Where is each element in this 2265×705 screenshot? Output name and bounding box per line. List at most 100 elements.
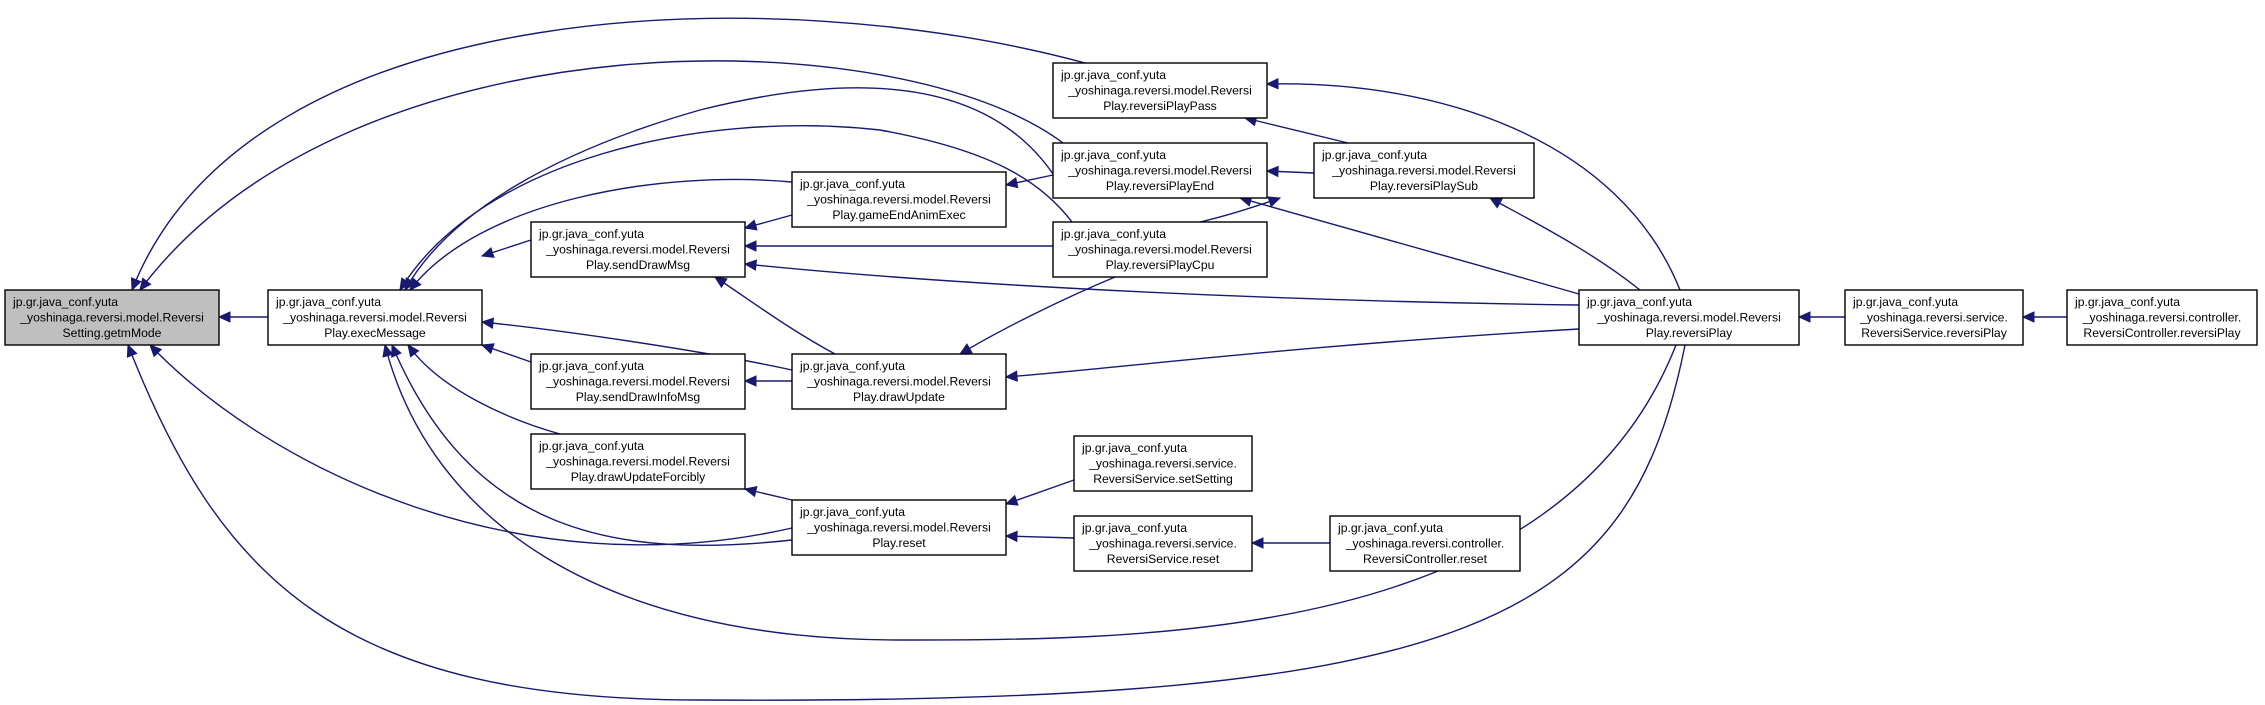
edge-reversiPlayCpu-to-drawUpdate bbox=[958, 276, 1116, 355]
node-label-line: jp.gr.java_conf.yuta bbox=[1321, 148, 1427, 162]
edge-reversiPlay-to-sendDrawMsg bbox=[743, 259, 1580, 306]
node-box[interactable] bbox=[791, 499, 1007, 556]
node-box[interactable] bbox=[530, 221, 746, 278]
node-label-line: _yoshinaga.reversi.service. bbox=[1859, 311, 2008, 325]
node-sendDrawInfoMsg[interactable]: jp.gr.java_conf.yuta_yoshinaga.reversi.m… bbox=[530, 353, 746, 410]
node-label-line: jp.gr.java_conf.yuta bbox=[275, 295, 381, 309]
node-label-line: _yoshinaga.reversi.model.Reversi bbox=[545, 455, 730, 469]
node-label-line: jp.gr.java_conf.yuta bbox=[799, 505, 905, 519]
node-box[interactable] bbox=[530, 433, 746, 490]
node-box[interactable] bbox=[1578, 289, 1800, 346]
arrowhead bbox=[713, 276, 728, 289]
edge-line bbox=[149, 344, 793, 546]
node-label-line: jp.gr.java_conf.yuta bbox=[799, 177, 905, 191]
edge-reversiPlay-to-drawUpdate bbox=[1004, 328, 1580, 382]
edge-sendDrawInfoMsg-to-execMessage bbox=[480, 343, 532, 363]
node-reversiPlayPass[interactable]: jp.gr.java_conf.yuta_yoshinaga.reversi.m… bbox=[1052, 62, 1268, 119]
edge-line bbox=[391, 344, 793, 547]
node-drawUpdate[interactable]: jp.gr.java_conf.yuta_yoshinaga.reversi.m… bbox=[791, 353, 1007, 410]
node-controllerReset[interactable]: jp.gr.java_conf.yuta_yoshinaga.reversi.c… bbox=[1329, 515, 1521, 572]
arrowhead bbox=[1265, 165, 1279, 178]
node-box[interactable] bbox=[2066, 289, 2258, 346]
node-label-line: Play.reversiPlayEnd bbox=[1106, 179, 1214, 193]
edge-sendDrawMsg-to-execMessage bbox=[480, 239, 532, 258]
node-box[interactable] bbox=[267, 289, 483, 346]
arrowhead bbox=[743, 259, 758, 271]
node-gameEndAnimExec[interactable]: jp.gr.java_conf.yuta _yoshinaga.reversi.m… bbox=[791, 171, 1007, 228]
edge-execMessage-to-getmMode bbox=[217, 311, 268, 323]
node-label-line: jp.gr.java_conf.yuta bbox=[1081, 521, 1187, 535]
arrowhead bbox=[126, 343, 138, 358]
node-sendDrawMsg[interactable]: jp.gr.java_conf.yuta _yoshinaga.reversi.m… bbox=[530, 221, 746, 278]
arrowhead bbox=[743, 240, 757, 252]
node-label-line: jp.gr.java_conf.yuta bbox=[1060, 68, 1166, 82]
node-label-line: _yoshinaga.reversi.model.Reversi bbox=[545, 243, 730, 257]
node-reversiPlayCpu[interactable]: jp.gr.java_conf.yuta_yoshinaga.reversi.m… bbox=[1052, 221, 1268, 278]
edge-drawUpdateForcibly-to-execMessage bbox=[407, 344, 561, 435]
node-serviceReset[interactable]: jp.gr.java_conf.yuta _yoshinaga.reversi.s… bbox=[1073, 515, 1253, 572]
edge-line bbox=[744, 263, 1580, 306]
node-box[interactable] bbox=[1052, 142, 1268, 199]
edge-reset-to-drawUpdateForcibly bbox=[743, 485, 793, 501]
node-box[interactable] bbox=[1052, 221, 1268, 278]
node-box[interactable] bbox=[1329, 515, 1521, 572]
edge-reversiPlay-to-reversiPlayEnd bbox=[1238, 195, 1580, 295]
node-label-line: Play.reversiPlayCpu bbox=[1106, 258, 1215, 272]
node-serviceSetSetting[interactable]: jp.gr.java_conf.yuta_yoshinaga.reversi.s… bbox=[1073, 435, 1253, 492]
edge-line bbox=[959, 276, 1116, 355]
arrowhead bbox=[1004, 370, 1018, 382]
node-reset[interactable]: jp.gr.java_conf.yuta_yoshinaga.reversi.m… bbox=[791, 499, 1007, 556]
arrowhead bbox=[149, 344, 163, 358]
edge-line bbox=[399, 125, 1073, 291]
edge-line bbox=[481, 321, 793, 371]
edge-serviceReversiPlay-to-reversiPlay bbox=[1797, 311, 1845, 323]
edge-gameEndAnimExec-to-sendDrawMsg bbox=[743, 214, 793, 231]
arrowhead bbox=[1004, 176, 1019, 189]
arrowhead bbox=[2021, 311, 2035, 323]
node-label-line: jp.gr.java_conf.yuta bbox=[538, 227, 644, 241]
node-reversiPlaySub[interactable]: jp.gr.java_conf.yuta_yoshinaga.reversi.m… bbox=[1313, 142, 1535, 199]
node-label-line: _yoshinaga.reversi.service. bbox=[1088, 457, 1237, 471]
edge-drawUpdate-to-sendDrawInfoMsg bbox=[743, 375, 792, 387]
node-serviceReversiPlay[interactable]: jp.gr.java_conf.yuta _yoshinaga.reversi.s… bbox=[1844, 289, 2024, 346]
edge-reversiPlay-to-reversiPlaySub bbox=[1488, 197, 1641, 291]
edge-line bbox=[1005, 479, 1075, 505]
arrowhead bbox=[480, 317, 495, 329]
node-label-line: _yoshinaga.reversi.model.Reversi bbox=[282, 311, 467, 325]
edge-line bbox=[407, 344, 561, 435]
node-getmMode[interactable]: jp.gr.java_conf.yuta_yoshinaga.reversi.m… bbox=[4, 289, 220, 346]
arrowhead bbox=[139, 277, 152, 291]
node-label-line: Setting.getmMode bbox=[63, 326, 162, 340]
node-label-line: _yoshinaga.reversi.service. bbox=[1088, 537, 1237, 551]
arrowhead bbox=[1267, 196, 1282, 208]
node-label-line: _yoshinaga.reversi.model.Reversi bbox=[545, 375, 730, 389]
node-box[interactable] bbox=[1313, 142, 1535, 199]
edge-reversiPlayCpu-to-reversiPlaySub bbox=[1199, 196, 1282, 223]
edge-controllerReversiPlay-to-serviceReversiPlay bbox=[2021, 311, 2067, 323]
node-label-line: ReversiService.setSetting bbox=[1093, 472, 1233, 486]
arrowhead bbox=[382, 343, 394, 358]
node-reversiPlayEnd[interactable]: jp.gr.java_conf.yuta_yoshinaga.reversi.m… bbox=[1052, 142, 1268, 199]
node-label-line: _yoshinaga.reversi.model.Reversi bbox=[806, 193, 991, 207]
node-box[interactable] bbox=[1073, 515, 1253, 572]
edge-reset-to-getmMode bbox=[149, 344, 793, 546]
node-controllerReversiPlay[interactable]: jp.gr.java_conf.yuta_yoshinaga.reversi.c… bbox=[2066, 289, 2258, 346]
node-box[interactable] bbox=[530, 353, 746, 410]
node-reversiPlay[interactable]: jp.gr.java_conf.yuta_yoshinaga.reversi.m… bbox=[1578, 289, 1800, 346]
node-drawUpdateForcibly[interactable]: jp.gr.java_conf.yuta _yoshinaga.reversi.m… bbox=[530, 433, 746, 490]
edges-layer bbox=[126, 17, 2067, 701]
node-label-line: _yoshinaga.reversi.controller. bbox=[1345, 537, 1505, 551]
node-label-line: Play.drawUpdateForcibly bbox=[571, 470, 706, 484]
edge-drawUpdate-to-sendDrawMsg bbox=[713, 276, 836, 355]
node-box[interactable] bbox=[1844, 289, 2024, 346]
edge-line bbox=[714, 276, 836, 355]
node-box[interactable] bbox=[1073, 435, 1253, 492]
node-label-line: jp.gr.java_conf.yuta bbox=[1060, 227, 1166, 241]
node-box[interactable] bbox=[791, 353, 1007, 410]
node-box[interactable] bbox=[1052, 62, 1268, 119]
node-label-line: jp.gr.java_conf.yuta bbox=[1852, 295, 1958, 309]
node-box[interactable] bbox=[4, 289, 220, 346]
node-box[interactable] bbox=[791, 171, 1007, 228]
node-execMessage[interactable]: jp.gr.java_conf.yuta _yoshinaga.reversi.m… bbox=[267, 289, 483, 346]
node-label-line: jp.gr.java_conf.yuta bbox=[538, 439, 644, 453]
